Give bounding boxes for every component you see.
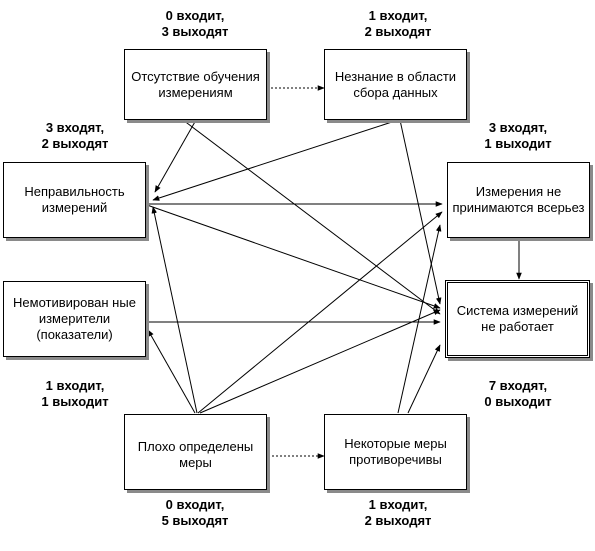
count-poorly-defined: 0 входит, 5 выходят	[140, 497, 250, 529]
count-line: 0 выходит	[484, 394, 552, 409]
count-line: 1 входит,	[368, 8, 428, 23]
count-line: 3 входят,	[488, 120, 548, 135]
count-line: 1 выходит	[41, 394, 109, 409]
edge-lack-training-to-incorrect	[154, 119, 197, 193]
count-contradictory: 1 входит, 2 выходят	[343, 497, 453, 529]
node-label: Неправильность измерений	[24, 184, 125, 215]
edge-lack-training-to-system	[182, 119, 441, 315]
node-label: Немотивирован ные измерители (показатели…	[13, 295, 136, 342]
count-ignorance: 1 входит, 2 выходят	[343, 8, 453, 40]
count-lack-of-training: 0 входит, 3 выходят	[140, 8, 250, 40]
edge-poorly-defined-to-not-serious	[197, 211, 443, 414]
node-poorly-defined-measures: Плохо определены меры	[124, 414, 267, 490]
node-measurement-system-fails: Система измерений не работает	[445, 280, 590, 358]
count-line: 1 входит,	[368, 497, 428, 512]
node-label: Измерения не принимаются всерьез	[452, 184, 585, 215]
node-label: Незнание в области сбора данных	[334, 68, 457, 100]
node-measurements-not-serious: Измерения не принимаются всерьез	[447, 162, 590, 238]
node-ignorance-of-data-collection: Незнание в области сбора данных	[324, 49, 467, 120]
count-line: 0 входит,	[165, 8, 225, 23]
node-contradictory-measures: Некоторые меры противоречивы	[324, 414, 467, 490]
node-label: Плохо определены меры	[137, 439, 254, 470]
count-system: 7 входят, 0 выходит	[463, 378, 573, 410]
edge-poorly-defined-to-incorrect	[151, 206, 198, 414]
node-incorrect-measurements: Неправильность измерений	[3, 162, 146, 238]
node-lack-of-training: Отсутствие обучения измерениям	[124, 49, 267, 120]
count-line: 2 выходят	[364, 513, 432, 528]
node-unmotivated-measurers: Немотивирован ные измерители (показатели…	[3, 281, 146, 357]
count-line: 1 выходит	[484, 136, 552, 151]
edge-contradictory-to-system	[407, 344, 441, 414]
count-line: 5 выходят	[161, 513, 229, 528]
count-incorrect: 3 входят, 2 выходят	[20, 120, 130, 152]
count-line: 7 входят,	[488, 378, 548, 393]
edge-ignorance-to-incorrect	[152, 119, 399, 201]
node-label: Некоторые меры противоречивы	[344, 436, 447, 467]
edge-contradictory-to-not-serious	[397, 224, 442, 414]
count-line: 2 выходят	[41, 136, 109, 151]
edge-ignorance-to-system	[399, 119, 442, 305]
count-unmotivated: 1 входит, 1 выходит	[20, 378, 130, 410]
edge-poorly-defined-to-system	[199, 309, 441, 414]
edges-layer	[146, 85, 522, 459]
count-line: 3 выходят	[161, 24, 229, 39]
count-line: 1 входит,	[45, 378, 105, 393]
node-label: Система измерений не работает	[456, 303, 579, 334]
count-line: 3 входят,	[45, 120, 105, 135]
count-not-serious: 3 входят, 1 выходит	[463, 120, 573, 152]
node-label: Отсутствие обучения измерениям	[131, 68, 260, 100]
count-line: 0 входит,	[165, 497, 225, 512]
edge-incorrect-to-system	[146, 204, 441, 309]
count-line: 2 выходят	[364, 24, 432, 39]
edge-poorly-defined-to-unmotivated	[147, 329, 196, 414]
